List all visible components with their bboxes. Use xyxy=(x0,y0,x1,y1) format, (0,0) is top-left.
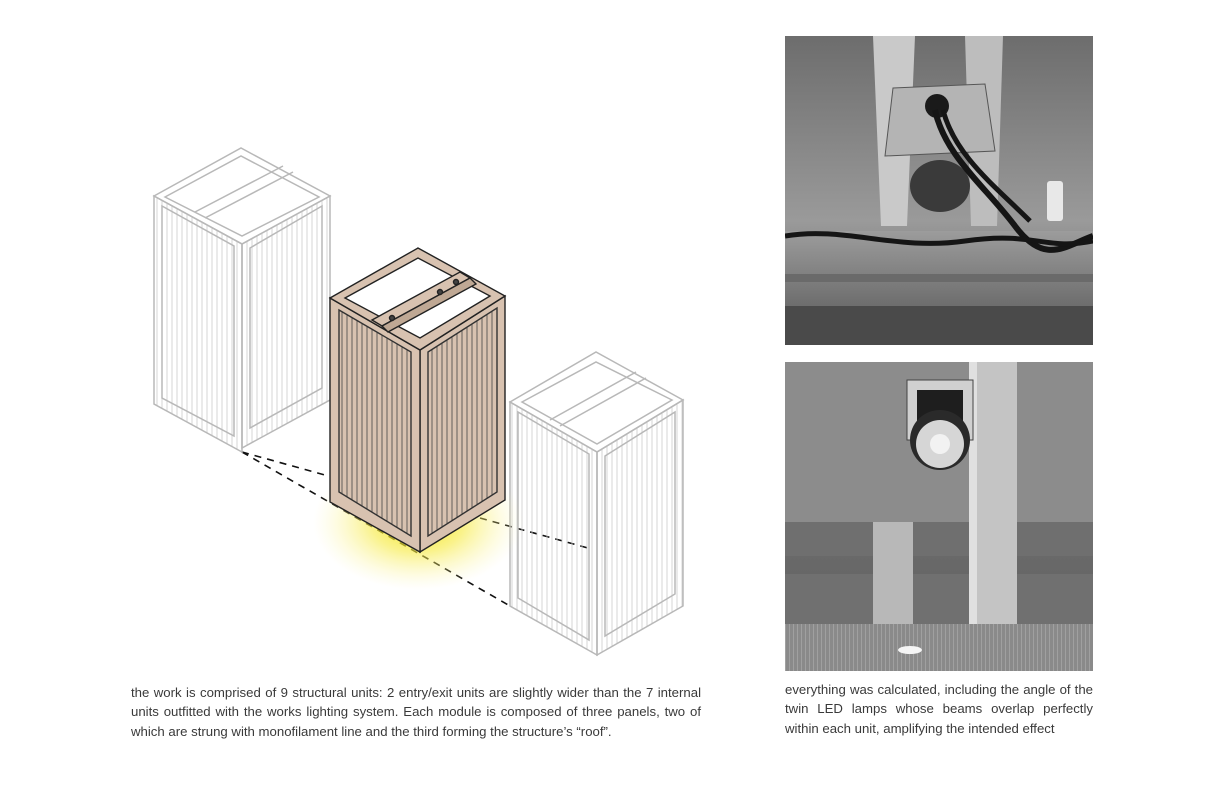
isometric-units-diagram xyxy=(152,147,685,657)
caption-structural-units: the work is comprised of 9 structural un… xyxy=(131,685,701,739)
caption-led-lamps: everything was calculated, including the… xyxy=(785,682,1093,736)
ghost-unit-left xyxy=(152,147,332,454)
photo-junction-box xyxy=(785,36,1093,345)
ghost-unit-right xyxy=(508,351,685,657)
highlighted-unit-center xyxy=(328,247,507,554)
photo-led-lamp xyxy=(785,362,1093,671)
